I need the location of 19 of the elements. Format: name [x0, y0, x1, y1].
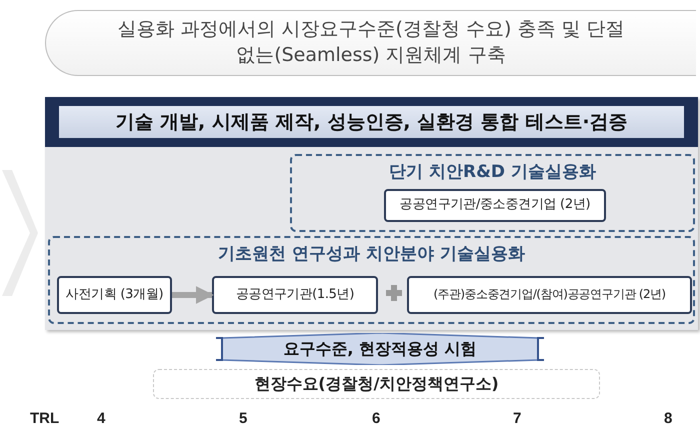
trl-level: 8 — [664, 410, 672, 427]
goal-banner: 실용화 과정에서의 시장요구수준(경찰청 수요) 충족 및 단절 없는(Seamless) 지원체계 구축 — [45, 10, 696, 76]
trl-level: 5 — [239, 410, 248, 427]
process-box: 사전기획 (3개월) — [57, 276, 172, 314]
group-title: 기초원천 연구성과 치안분야 기술실용화 — [217, 243, 526, 265]
trl-level: 4 — [97, 410, 106, 427]
dashed-group-box — [48, 236, 695, 324]
trl-level: 6 — [372, 410, 380, 427]
panel-header: 기술 개발, 시제품 제작, 성능인증, 실환경 통합 테스트·검증 — [59, 106, 684, 138]
group-title: 단기 치안R&D 기술실용화 — [388, 161, 597, 183]
trl-level: 7 — [513, 410, 522, 427]
process-box: 공공연구기관(1.5년) — [212, 276, 378, 314]
process-box: (주관)중소중견기업/(참여)공공연구기관 (2년) — [407, 276, 692, 314]
arrow — [172, 286, 214, 304]
dashed-group-box — [290, 154, 695, 232]
process-panel — [45, 97, 698, 330]
process-box: 공공연구기관/중소중견기업 (2년) — [384, 189, 606, 222]
axis-title: TRL — [30, 410, 60, 427]
dashed-demand-box: 현장수요(경찰청/치안정책연구소) — [153, 369, 600, 399]
